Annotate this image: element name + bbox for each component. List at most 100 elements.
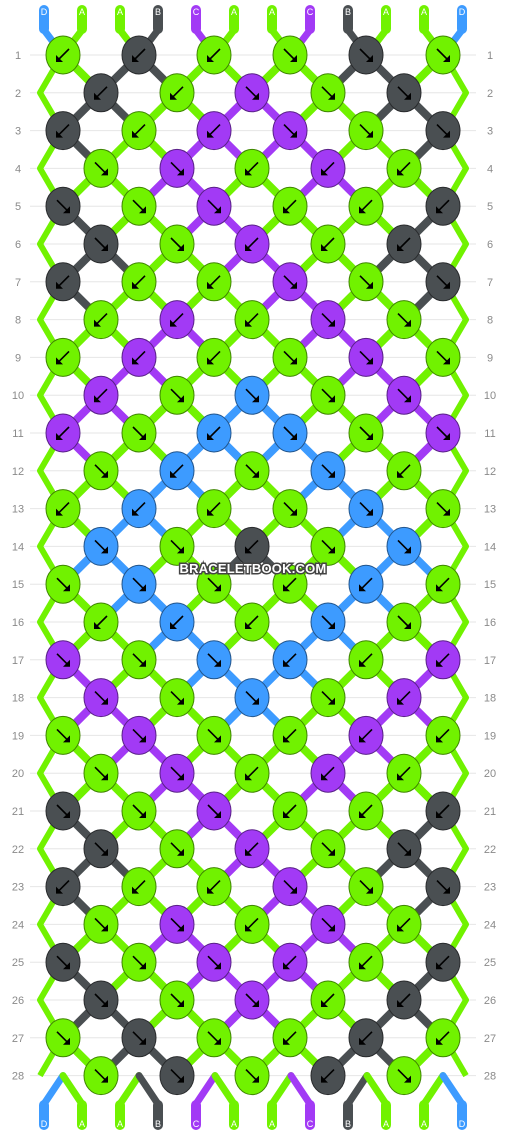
strand-label: A bbox=[269, 1119, 275, 1129]
knot bbox=[425, 111, 461, 151]
knot bbox=[348, 489, 384, 529]
arrowhead-icon bbox=[397, 697, 404, 705]
strand-label: B bbox=[345, 7, 351, 17]
arrowhead-icon bbox=[404, 92, 411, 100]
strand-label: B bbox=[345, 1119, 351, 1129]
knot bbox=[234, 1056, 270, 1096]
arrowhead-icon bbox=[56, 281, 63, 289]
arrowhead-icon bbox=[252, 92, 259, 100]
arrowhead-icon bbox=[359, 584, 366, 592]
row-label-left-26: 26 bbox=[12, 995, 24, 1007]
knot bbox=[348, 942, 384, 982]
row-label-right-3: 3 bbox=[487, 126, 493, 138]
knot bbox=[348, 791, 384, 831]
arrowhead-icon bbox=[404, 848, 411, 856]
arrowhead-icon bbox=[443, 886, 450, 894]
arrowhead-icon bbox=[94, 319, 101, 327]
strand-top-1: D bbox=[39, 5, 49, 34]
thread-bottom-connector bbox=[363, 1072, 390, 1108]
row-label-left-16: 16 bbox=[12, 617, 24, 629]
strand-top-11: A bbox=[419, 5, 429, 34]
watermark: BRACELETBOOK.COM bbox=[180, 561, 327, 576]
knot bbox=[45, 564, 81, 604]
knot bbox=[234, 300, 270, 340]
strand-pill bbox=[419, 1100, 429, 1130]
knot bbox=[159, 148, 195, 188]
knot bbox=[196, 640, 232, 680]
knot bbox=[196, 867, 232, 907]
arrowhead-icon bbox=[101, 244, 108, 251]
knot bbox=[83, 375, 119, 415]
thread-bottom-connector bbox=[59, 1072, 86, 1108]
row-label-left-18: 18 bbox=[12, 693, 24, 705]
knot bbox=[45, 186, 81, 226]
knot bbox=[121, 489, 157, 529]
knot bbox=[386, 829, 422, 869]
row-label-right-25: 25 bbox=[484, 957, 496, 969]
arrowhead-icon bbox=[397, 168, 404, 176]
strand-label: A bbox=[117, 1119, 123, 1129]
arrowhead-icon bbox=[101, 1000, 108, 1007]
strand-top-2: A bbox=[77, 5, 87, 34]
knot bbox=[234, 224, 270, 264]
arrowhead-icon bbox=[404, 395, 411, 403]
row-label-left-12: 12 bbox=[12, 466, 24, 478]
arrowhead-icon bbox=[328, 924, 335, 932]
arrowhead-icon bbox=[177, 773, 184, 781]
knot bbox=[45, 413, 81, 453]
arrowhead-icon bbox=[328, 546, 335, 554]
arrowhead-icon bbox=[214, 735, 221, 743]
knot bbox=[386, 73, 422, 113]
arrowhead-icon bbox=[366, 281, 373, 289]
row-label-right-22: 22 bbox=[484, 844, 496, 856]
strand-pill bbox=[457, 5, 467, 34]
row-label-right-4: 4 bbox=[487, 163, 493, 175]
arrowhead-icon bbox=[283, 962, 290, 970]
knot bbox=[159, 375, 195, 415]
knot bbox=[83, 148, 119, 188]
row-label-right-10: 10 bbox=[484, 390, 496, 402]
arrowhead-icon bbox=[404, 622, 411, 629]
knot bbox=[83, 980, 119, 1020]
knot bbox=[83, 451, 119, 491]
strand-label: A bbox=[421, 1119, 427, 1129]
knot bbox=[121, 640, 157, 680]
arrowhead-icon bbox=[252, 697, 259, 705]
arrowhead-icon bbox=[207, 357, 214, 365]
knot bbox=[310, 73, 346, 113]
strand-label: A bbox=[79, 1119, 85, 1129]
knot bbox=[83, 73, 119, 113]
strand-pill bbox=[77, 5, 87, 34]
knot bbox=[45, 489, 81, 529]
arrowhead-icon bbox=[443, 508, 450, 516]
arrowhead-icon bbox=[366, 357, 373, 365]
arrowhead-icon bbox=[359, 659, 366, 667]
strand-pill bbox=[153, 5, 163, 34]
strand-pill bbox=[39, 5, 49, 34]
strand-bottom-2: A bbox=[77, 1100, 87, 1130]
thread-bottom-connector bbox=[40, 1072, 67, 1108]
arrowhead-icon bbox=[252, 1000, 259, 1007]
knot bbox=[83, 224, 119, 264]
knot bbox=[310, 148, 346, 188]
strand-bottom-11: A bbox=[419, 1100, 429, 1130]
arrowhead-icon bbox=[252, 470, 259, 478]
strand-bottom-3: A bbox=[115, 1100, 125, 1130]
arrowhead-icon bbox=[436, 962, 443, 970]
arrowhead-icon bbox=[443, 130, 450, 138]
knot bbox=[121, 564, 157, 604]
knot bbox=[348, 413, 384, 453]
arrowhead-icon bbox=[283, 584, 290, 592]
row-label-left-22: 22 bbox=[12, 844, 24, 856]
knot bbox=[272, 867, 308, 907]
row-label-left-20: 20 bbox=[12, 768, 24, 780]
arrowhead-icon bbox=[328, 848, 335, 856]
arrowhead-icon bbox=[207, 130, 214, 138]
arrowhead-icon bbox=[101, 773, 108, 781]
knot bbox=[159, 753, 195, 793]
arrowhead-icon bbox=[321, 1075, 328, 1083]
arrowhead-icon bbox=[63, 206, 70, 214]
row-label-right-9: 9 bbox=[487, 352, 493, 364]
knot bbox=[196, 262, 232, 302]
